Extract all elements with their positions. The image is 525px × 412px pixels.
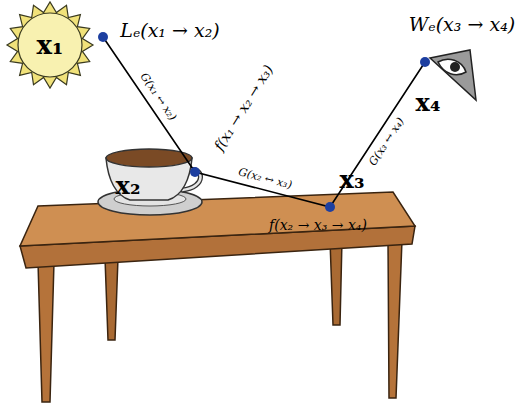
eye-white [438,59,466,75]
sun-disc [18,13,82,77]
table-leg [38,262,54,402]
bsdf-term: f(x₂ → x₃ → x₄) [269,218,367,233]
sun-node: x₁ [20,15,80,75]
path-vertex [325,202,335,212]
vertex-label: x₂ [116,173,141,199]
coffee [106,149,192,167]
importance-term: Wₑ(x₃ → x₄) [409,14,515,35]
vertex-label: x₃ [340,167,365,193]
eye-pupil [450,62,460,72]
table-leg [105,258,118,340]
vertex-label: x₄ [416,90,441,116]
table-leg [388,240,402,398]
light-path [103,37,425,207]
vertex-label: x₁ [37,31,64,60]
table-top [20,192,415,246]
geometry-term: G(x₂ ↔ x₃) [237,166,293,191]
table-leg [330,240,342,325]
path-vertex [420,57,430,67]
path-vertex [98,32,108,42]
emission-term: Lₑ(x₁ → x₂) [120,20,219,41]
path-vertex [190,167,200,177]
bsdf-term: f(x₁ → x₂ → x₃) [212,62,277,153]
sun-rays [7,2,93,88]
